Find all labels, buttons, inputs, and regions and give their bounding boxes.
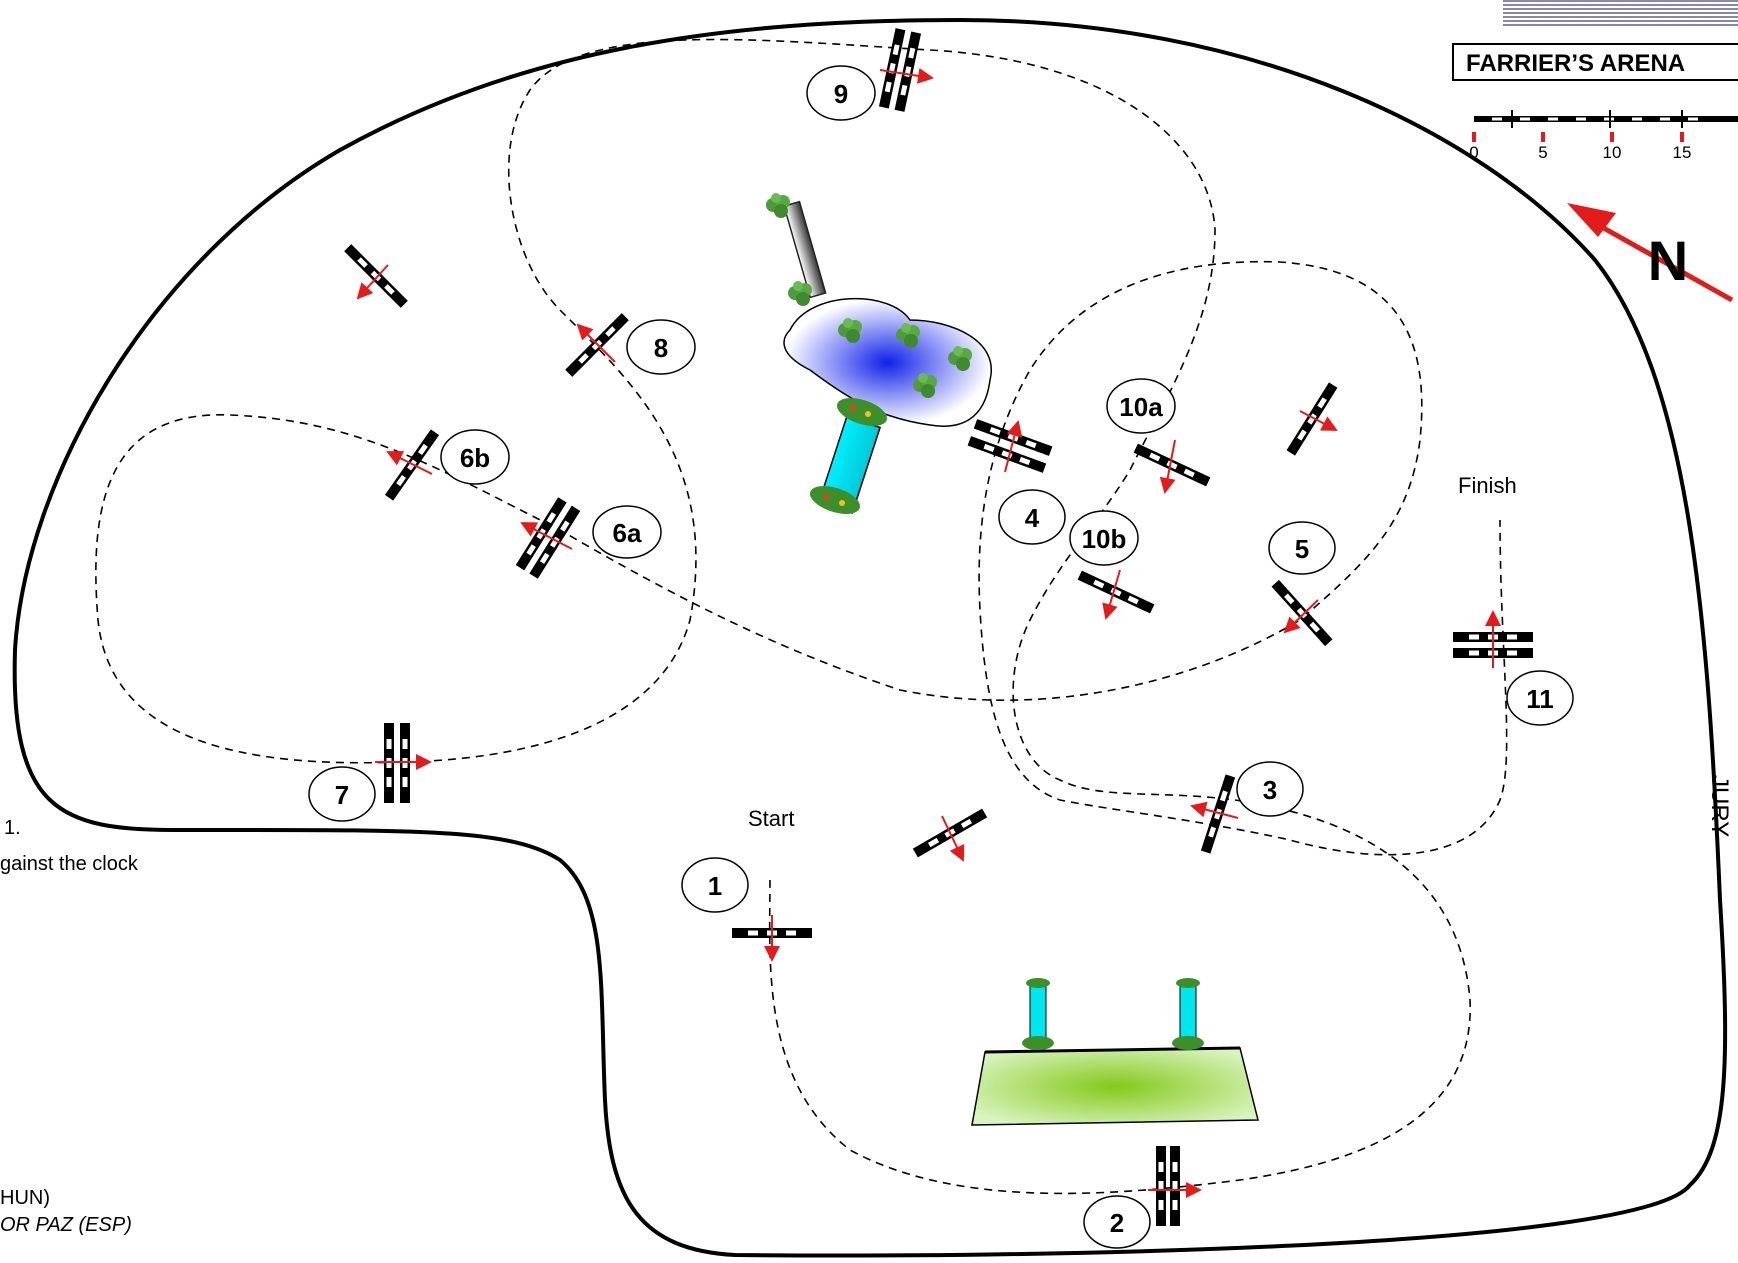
arena-title: FARRIER’S ARENA (1466, 50, 1686, 77)
jump-2 (1148, 1146, 1202, 1226)
scale-bar (1472, 110, 1738, 142)
jump-7 (375, 723, 432, 803)
jump-3 (1190, 774, 1239, 854)
obstacle-number-11: 11 (1526, 684, 1554, 714)
side-note-3: HUN) (0, 1187, 50, 1209)
side-note-1: 1. (4, 817, 21, 839)
obstacle-number-8: 8 (654, 333, 668, 363)
start-label: Start (748, 806, 794, 831)
finish-label: Finish (1458, 473, 1517, 498)
obstacle-number-10b: 10b (1082, 524, 1127, 554)
obstacle-number-5: 5 (1295, 534, 1309, 564)
obstacle-number-6a: 6a (613, 518, 642, 548)
north-label: N (1648, 229, 1688, 292)
obstacle-number-10a: 10a (1119, 392, 1163, 422)
jump-10b (1077, 569, 1155, 620)
side-note-4: OR PAZ (ESP) (0, 1214, 132, 1236)
jump-11 (1453, 610, 1533, 668)
obstacle-number-7: 7 (335, 780, 349, 810)
obstacle-number-2: 2 (1110, 1208, 1124, 1238)
extra-jump-center (912, 808, 988, 862)
cyan-log-jump (809, 398, 888, 514)
jump-6b (384, 429, 440, 501)
jump-5 (1271, 579, 1333, 647)
jury-label: JURY (1706, 775, 1733, 837)
jump-4 (967, 419, 1053, 473)
obstacle-number-4: 4 (1025, 503, 1040, 533)
jump-6a (515, 497, 581, 579)
water-feature (766, 193, 993, 427)
scale-tick-0: 0 (1469, 143, 1478, 162)
jump-8 (565, 313, 629, 377)
side-note-2: gainst the clock (0, 853, 138, 875)
title-hatch-decoration (1503, 0, 1738, 28)
extra-jump-nw (344, 244, 408, 308)
obstacle-number-1: 1 (708, 871, 722, 901)
scale-tick-5: 5 (1538, 143, 1547, 162)
jump-1 (732, 915, 812, 962)
course-route (95, 38, 1508, 1195)
jump-10a (1133, 439, 1211, 494)
green-bank-obstacle (971, 978, 1259, 1126)
arena-boundary (12, 17, 1728, 1258)
obstacle-number-3: 3 (1263, 775, 1277, 805)
obstacle-number-6b: 6b (460, 443, 490, 473)
obstacle-number-9: 9 (834, 79, 848, 109)
scale-tick-10: 10 (1603, 143, 1622, 162)
extra-jump-ne (1286, 382, 1338, 456)
scale-tick-15: 15 (1673, 143, 1692, 162)
north-arrow-icon (1567, 203, 1734, 303)
jump-9 (878, 28, 934, 112)
arena-title-box: FARRIER’S ARENA (1452, 43, 1738, 81)
